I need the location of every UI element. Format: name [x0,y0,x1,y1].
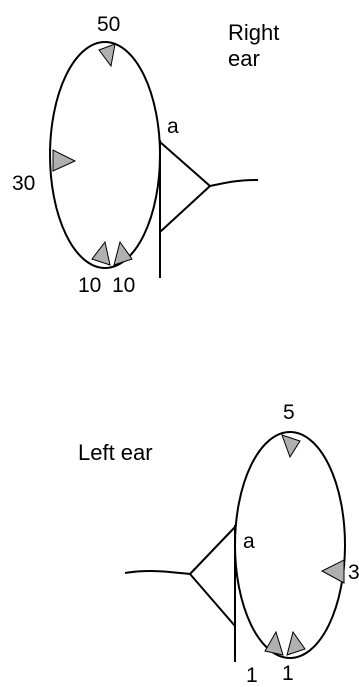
left-ear-branch-upper [189,526,236,575]
left-ear-marker-top [281,434,301,459]
left-ear-output-tail [124,570,191,575]
left-ear-branch-label: a [243,530,255,553]
right-ear-left-value: 30 [12,172,36,195]
left-ear-diagram [124,431,346,662]
left-ear-title: Left ear [78,440,153,465]
right-ear-marker-bottom-left [91,240,111,266]
left-ear-top-value: 5 [283,401,295,424]
right-ear-top-value: 50 [97,13,121,36]
right-ear-loop [49,41,161,269]
right-ear-bottom-right-value: 10 [112,274,136,297]
right-ear-output-tail [209,179,259,187]
right-ear-title: Right ear [228,20,280,71]
left-ear-bottom-right-value: 1 [282,662,294,685]
right-ear-markers [52,43,133,266]
right-ear-branch-label: a [167,115,179,138]
right-ear-bottom-left-value: 10 [78,274,102,297]
left-ear-marker-bottom-right [286,630,306,656]
right-ear-marker-top [98,43,116,68]
right-ear-branch-upper [159,141,211,187]
left-ear-markers [264,434,345,656]
left-ear-marker-bottom-left [264,630,284,656]
right-ear-marker-left [52,149,77,172]
right-ear-diagram [49,41,259,278]
left-ear-bottom-left-value: 1 [246,664,258,687]
right-ear-marker-bottom-right [113,240,133,266]
left-ear-right-value: 3 [348,561,359,584]
left-ear-marker-right [320,559,345,584]
right-ear-branch-lower [159,185,211,233]
left-ear-branch-lower [189,573,236,627]
